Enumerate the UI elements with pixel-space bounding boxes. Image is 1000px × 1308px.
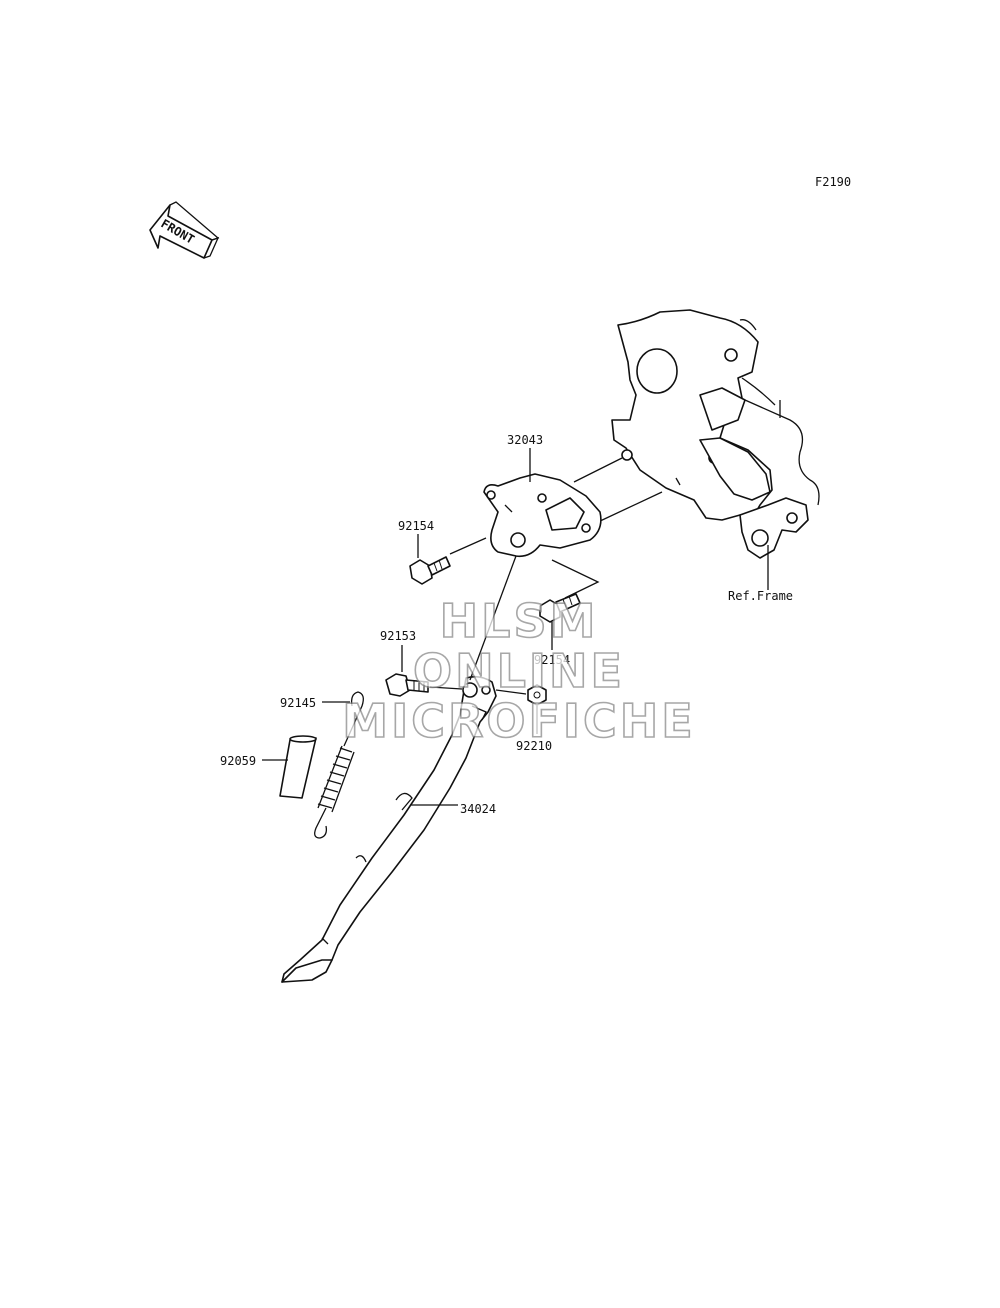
leader-nut-to-stand — [495, 689, 527, 695]
label-92210: 92210 — [516, 739, 552, 753]
label-32043: 32043 — [507, 433, 543, 447]
guide-line-upper — [573, 457, 623, 483]
side-stand — [281, 555, 517, 983]
pivot-bolt-92153-icon — [385, 673, 429, 697]
ref-frame-label: Ref.Frame — [728, 589, 793, 603]
nut-92210-icon — [527, 684, 547, 706]
guide-line-lower — [597, 491, 663, 523]
spring-92145-icon — [314, 691, 364, 839]
bolt-92154-upper-icon — [409, 556, 451, 585]
front-arrow-icon: FRONT — [149, 201, 220, 259]
bolt-92154-lower-icon — [539, 593, 581, 623]
label-92154-upper: 92154 — [398, 519, 434, 533]
label-92153: 92153 — [380, 629, 416, 643]
stand-bracket — [483, 473, 602, 558]
leader-bolt-lower-to-bracket — [551, 559, 600, 599]
diagram-code: F2190 — [815, 175, 851, 189]
leader-bolt-upper-to-bracket — [449, 537, 487, 555]
label-92059: 92059 — [220, 754, 256, 768]
label-92154-lower: 92154 — [534, 653, 570, 667]
watermark-line-1: HLSM — [440, 594, 599, 648]
watermark: HLSM ONLINE MICROFICHE — [341, 593, 695, 749]
label-34024: 34024 — [460, 802, 496, 816]
leader-bolt-to-stand — [429, 686, 463, 690]
sleeve-92059-icon — [279, 735, 317, 799]
label-92145: 92145 — [280, 696, 316, 710]
watermark-line-2: ONLINE — [413, 644, 625, 698]
watermark-line-3: MICROFICHE — [342, 694, 695, 748]
frame-drawing — [611, 309, 820, 559]
